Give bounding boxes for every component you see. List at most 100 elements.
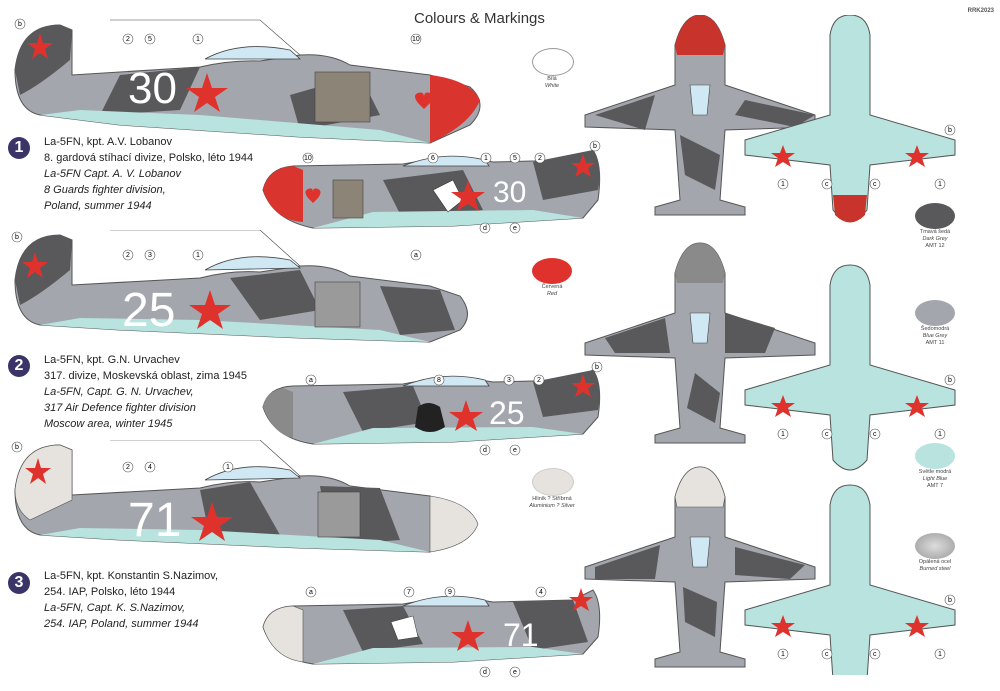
svg-text:1: 1 — [781, 651, 785, 658]
eagle-marking — [390, 615, 419, 641]
profile-left-1: 30 b 2 5 1 10 — [14, 18, 481, 144]
bottom-view-1: 1 c c 1 b — [744, 15, 956, 223]
svg-text:8: 8 — [437, 377, 441, 384]
svg-text:b: b — [948, 127, 952, 134]
svg-text:1: 1 — [484, 155, 488, 162]
callout: 1 c c 1 b — [777, 594, 956, 660]
red-star — [905, 145, 929, 167]
svg-text:b: b — [15, 234, 19, 241]
top-view-1 — [584, 15, 816, 216]
red-star — [451, 620, 485, 651]
color-chip — [915, 203, 955, 229]
svg-text:c: c — [873, 431, 877, 438]
svg-text:a: a — [309, 589, 313, 596]
svg-text:5: 5 — [148, 36, 152, 43]
callout: a 8 3 2 b d e — [305, 362, 603, 456]
svg-text:d: d — [483, 669, 487, 676]
red-star — [189, 290, 231, 329]
red-star — [771, 395, 795, 417]
svg-text:2: 2 — [126, 252, 130, 259]
aircraft-code: 30 — [128, 64, 177, 113]
svg-text:1: 1 — [226, 464, 230, 471]
svg-text:5: 5 — [513, 155, 517, 162]
top-views — [584, 15, 816, 668]
callout: 1 c c 1 b — [777, 124, 956, 190]
svg-text:b: b — [948, 597, 952, 604]
red-star — [905, 615, 929, 637]
scheme-caption: La-5FN, kpt. Konstantin S.Nazimov, 254. … — [44, 570, 219, 630]
svg-text:4: 4 — [539, 589, 543, 596]
callout: b 2 4 1 — [11, 441, 234, 473]
scheme-caption: La-5FN, kpt. A.V. Lobanov 8. gardová stí… — [44, 136, 254, 212]
scheme-caption: La-5FN, kpt. G.N. Urvachev 317. divize, … — [44, 354, 247, 430]
red-star — [25, 458, 51, 484]
svg-text:1: 1 — [781, 181, 785, 188]
svg-text:b: b — [15, 444, 19, 451]
aircraft-code: 25 — [489, 395, 525, 431]
aircraft-code: 25 — [122, 284, 175, 337]
top-view-3 — [584, 466, 816, 668]
svg-text:b: b — [595, 364, 599, 371]
svg-text:c: c — [825, 651, 829, 658]
svg-text:3: 3 — [507, 377, 511, 384]
svg-text:e: e — [513, 225, 517, 232]
profile-right-3: 71 a 7 9 4 d e — [262, 586, 601, 678]
svg-text:2: 2 — [126, 36, 130, 43]
svg-text:6: 6 — [431, 155, 435, 162]
svg-text:c: c — [873, 181, 877, 188]
bottom-views: 1 c c 1 b 1 c c 1 b 1 c c 1 b — [744, 15, 956, 675]
svg-text:2: 2 — [538, 155, 542, 162]
heart-marking — [415, 92, 433, 109]
bear-marking — [415, 403, 445, 432]
sheet-code: RRK2023 — [967, 8, 994, 14]
top-view-2 — [584, 242, 816, 444]
profile-left-3: 71 b 2 4 1 — [11, 440, 479, 553]
scheme-number: 3 — [8, 572, 30, 594]
svg-text:a: a — [414, 252, 418, 259]
red-star — [22, 252, 48, 278]
svg-text:1: 1 — [196, 36, 200, 43]
svg-text:4: 4 — [148, 464, 152, 471]
callout: b 2 3 1 a — [11, 231, 422, 261]
aircraft-code: 71 — [503, 617, 539, 653]
color-chip — [915, 443, 955, 469]
svg-text:2: 2 — [126, 464, 130, 471]
red-star — [27, 33, 53, 59]
red-star — [771, 145, 795, 167]
red-star — [571, 374, 595, 397]
callout: a 7 9 4 d e — [305, 586, 547, 678]
color-chip — [915, 533, 955, 559]
svg-text:10: 10 — [304, 155, 312, 162]
svg-text:1: 1 — [196, 252, 200, 259]
svg-text:3: 3 — [148, 252, 152, 259]
red-star — [449, 400, 483, 431]
callout: b 2 5 1 10 — [14, 18, 422, 45]
scheme-number: 1 — [8, 137, 30, 159]
scheme-number: 2 — [8, 355, 30, 377]
svg-text:1: 1 — [938, 181, 942, 188]
svg-text:7: 7 — [407, 589, 411, 596]
callout: 1 c c 1 b — [777, 374, 956, 440]
aircraft-code: 30 — [493, 176, 526, 209]
red-star — [771, 615, 795, 637]
profile-left-2: 25 b 2 3 1 a — [11, 230, 468, 343]
svg-text:2: 2 — [537, 377, 541, 384]
svg-text:1: 1 — [938, 431, 942, 438]
heart-marking — [305, 188, 321, 203]
svg-text:c: c — [873, 651, 877, 658]
red-star — [186, 73, 228, 112]
profile-right-2: 25 a 8 3 2 b d e — [262, 362, 603, 456]
svg-text:c: c — [825, 181, 829, 188]
color-chip — [532, 48, 574, 76]
color-chip — [532, 468, 574, 496]
svg-text:10: 10 — [412, 36, 420, 43]
svg-text:9: 9 — [448, 589, 452, 596]
callout: 10 6 1 5 2 b d e — [302, 140, 601, 234]
